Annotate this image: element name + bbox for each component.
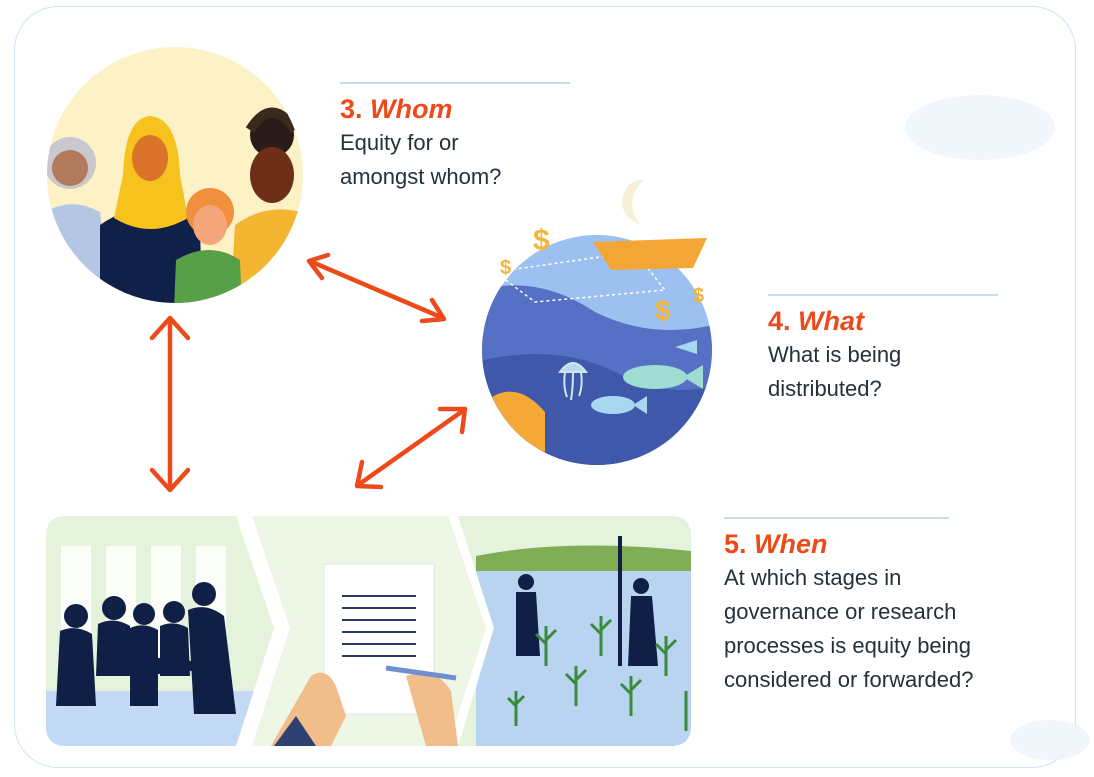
pen-icon — [385, 665, 457, 681]
fish-icon-small — [591, 396, 647, 414]
label-text: Equity for or amongst whom? — [340, 129, 502, 189]
boat-icon — [593, 238, 707, 270]
moon-icon — [622, 180, 643, 224]
label-when: 5. When At which stages in governance or… — [724, 517, 1064, 697]
label-divider — [340, 82, 570, 84]
field-workers — [516, 536, 658, 666]
fish-icon — [623, 365, 703, 389]
ocean-fishing-illustration: $ $ $ $ — [475, 172, 725, 472]
label-heading: 3. Whom — [340, 93, 453, 124]
background-cloud-small — [1010, 720, 1090, 760]
label-heading: 4. What — [768, 305, 865, 336]
label-text: At which stages in governance or researc… — [724, 564, 974, 692]
label-divider — [724, 517, 949, 519]
people-illustration — [40, 40, 310, 310]
double-arrow-icon-whom-when — [149, 315, 191, 493]
mangrove-icon — [506, 616, 688, 731]
fishing-net — [493, 251, 667, 303]
dollar-icon-right: $ — [693, 285, 704, 307]
label-heading: 5. When — [724, 528, 828, 559]
label-divider — [768, 294, 998, 296]
dollar-icon-mid: $ — [655, 295, 671, 326]
label-whom: 3. Whom Equity for or amongst whom? — [340, 82, 570, 194]
label-text: What is being distributed? — [768, 341, 902, 401]
meeting-silhouettes — [56, 582, 236, 714]
process-stages-illustration — [46, 516, 691, 746]
right-hand — [406, 673, 458, 746]
dollar-icon-small: $ — [500, 257, 511, 279]
jellyfish-icon — [558, 362, 588, 401]
background-cloud — [905, 95, 1055, 160]
double-arrow-icon-whom-what — [306, 252, 447, 324]
dollar-icon: $ — [533, 224, 550, 257]
label-what: 4. What What is being distributed? — [768, 294, 998, 406]
double-arrow-icon-what-when — [354, 406, 468, 490]
